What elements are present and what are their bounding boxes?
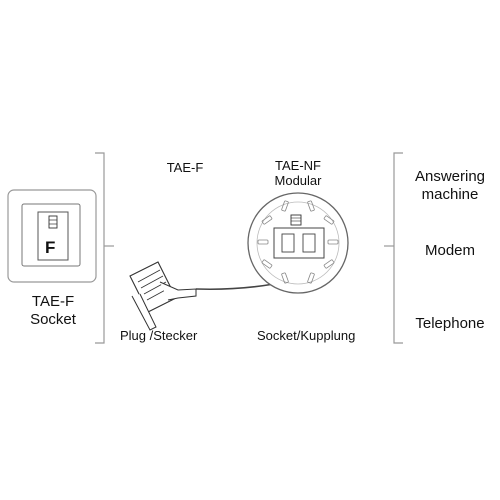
right-bracket: [393, 152, 403, 344]
device-telephone: Telephone: [415, 315, 485, 332]
wall-socket-key-icon: [48, 215, 58, 229]
plug-caption: Plug /Stecker: [120, 328, 198, 343]
device-answering-machine-line2: machine: [421, 186, 479, 203]
wall-socket-slot: [37, 211, 69, 261]
device-answering-machine: Answering machine: [402, 168, 498, 204]
left-bracket: [95, 152, 105, 344]
tae-plug-icon: [129, 261, 197, 331]
wall-socket-frame: [7, 189, 97, 283]
plug-title: TAE-F: [166, 160, 204, 175]
coupler-caption: Socket/Kupplung: [257, 328, 356, 343]
coupler-title-line2: Modular: [274, 173, 322, 188]
wall-socket-plate: [21, 203, 81, 267]
coupler-title: TAE-NF Modular: [262, 158, 334, 188]
wall-socket-label: TAE-F Socket: [8, 293, 98, 329]
wall-socket-letter: F: [45, 238, 56, 257]
tae-nf-coupler-icon: [247, 192, 349, 294]
coupler-title-line1: TAE-NF: [275, 158, 321, 173]
wall-socket-label-line2: Socket: [30, 311, 76, 328]
cable: [195, 283, 275, 291]
wall-socket-label-line1: TAE-F: [31, 293, 75, 310]
device-modem: Modem: [424, 242, 476, 259]
device-answering-machine-line1: Answering: [414, 168, 486, 185]
